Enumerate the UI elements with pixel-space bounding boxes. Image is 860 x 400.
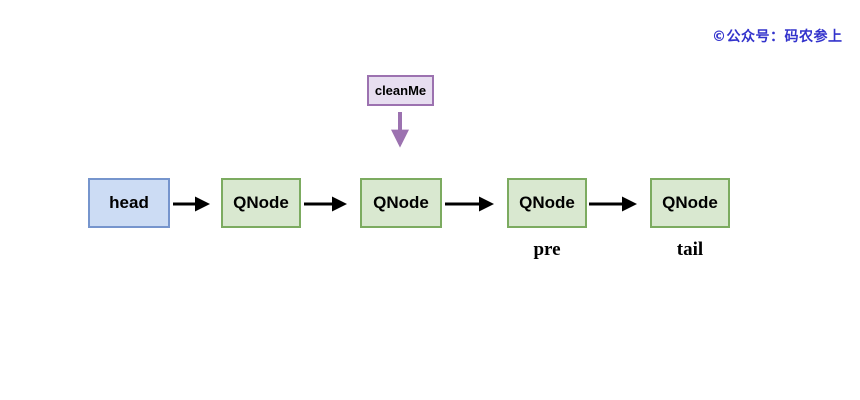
- pre-label: pre: [533, 239, 561, 260]
- head-node-box: head: [88, 178, 170, 228]
- watermark-text: ©公众号：码农参上: [712, 29, 843, 45]
- qnode-box-4: QNode: [650, 178, 730, 228]
- qnode-box-1: QNode: [221, 178, 301, 228]
- qnode-box-3: QNode: [507, 178, 587, 228]
- tail-label: tail: [676, 239, 704, 260]
- qnode-box-2: QNode: [360, 178, 442, 228]
- cleanme-pointer-box: cleanMe: [367, 75, 434, 106]
